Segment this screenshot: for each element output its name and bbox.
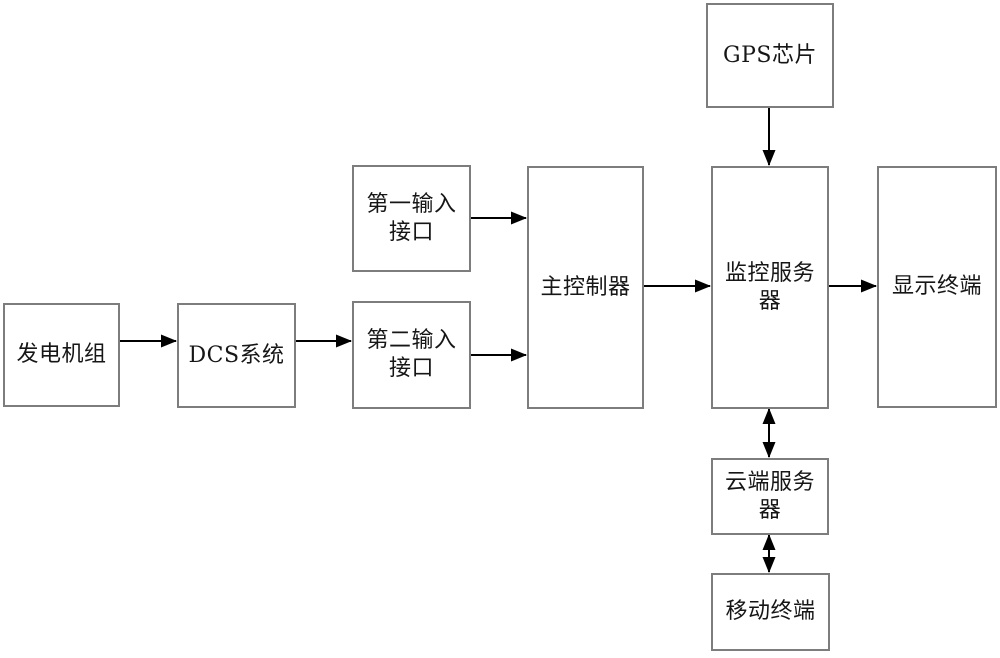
box-cloud-server-label-line2: 器 [758, 497, 782, 523]
box-generator-set-label: 发电机组 [16, 342, 107, 367]
box-second-input-interface-label-line1: 第二输入 [366, 328, 457, 353]
box-gps-chip-label: GPS芯片 [723, 42, 817, 68]
box-second-input-interface-label-line2: 接口 [388, 356, 434, 381]
box-cloud-server-label-line1: 云端服务 [724, 469, 815, 495]
box-monitoring-server-label-line2: 器 [758, 288, 782, 314]
box-display-terminal: 显示终端 [877, 166, 997, 408]
box-dcs-system-label: DCS系统 [188, 342, 285, 368]
box-monitoring-server: 监控服务 器 [711, 166, 829, 409]
box-monitoring-server-label-line1: 监控服务 [724, 260, 815, 286]
box-gps-chip: GPS芯片 [706, 3, 834, 108]
box-first-input-interface: 第一输入 接口 [352, 165, 471, 272]
box-cloud-server: 云端服务 器 [711, 458, 829, 535]
box-display-terminal-label: 显示终端 [891, 274, 982, 299]
box-main-controller-label: 主控制器 [540, 274, 631, 300]
box-second-input-interface: 第二输入 接口 [352, 301, 471, 409]
box-dcs-system: DCS系统 [177, 303, 296, 408]
box-mobile-terminal-label: 移动终端 [725, 599, 816, 624]
box-main-controller: 主控制器 [527, 166, 644, 409]
box-mobile-terminal: 移动终端 [711, 573, 830, 651]
box-first-input-interface-label-line1: 第一输入 [366, 191, 457, 217]
box-generator-set: 发电机组 [3, 303, 120, 407]
box-first-input-interface-label-line2: 接口 [388, 219, 434, 245]
